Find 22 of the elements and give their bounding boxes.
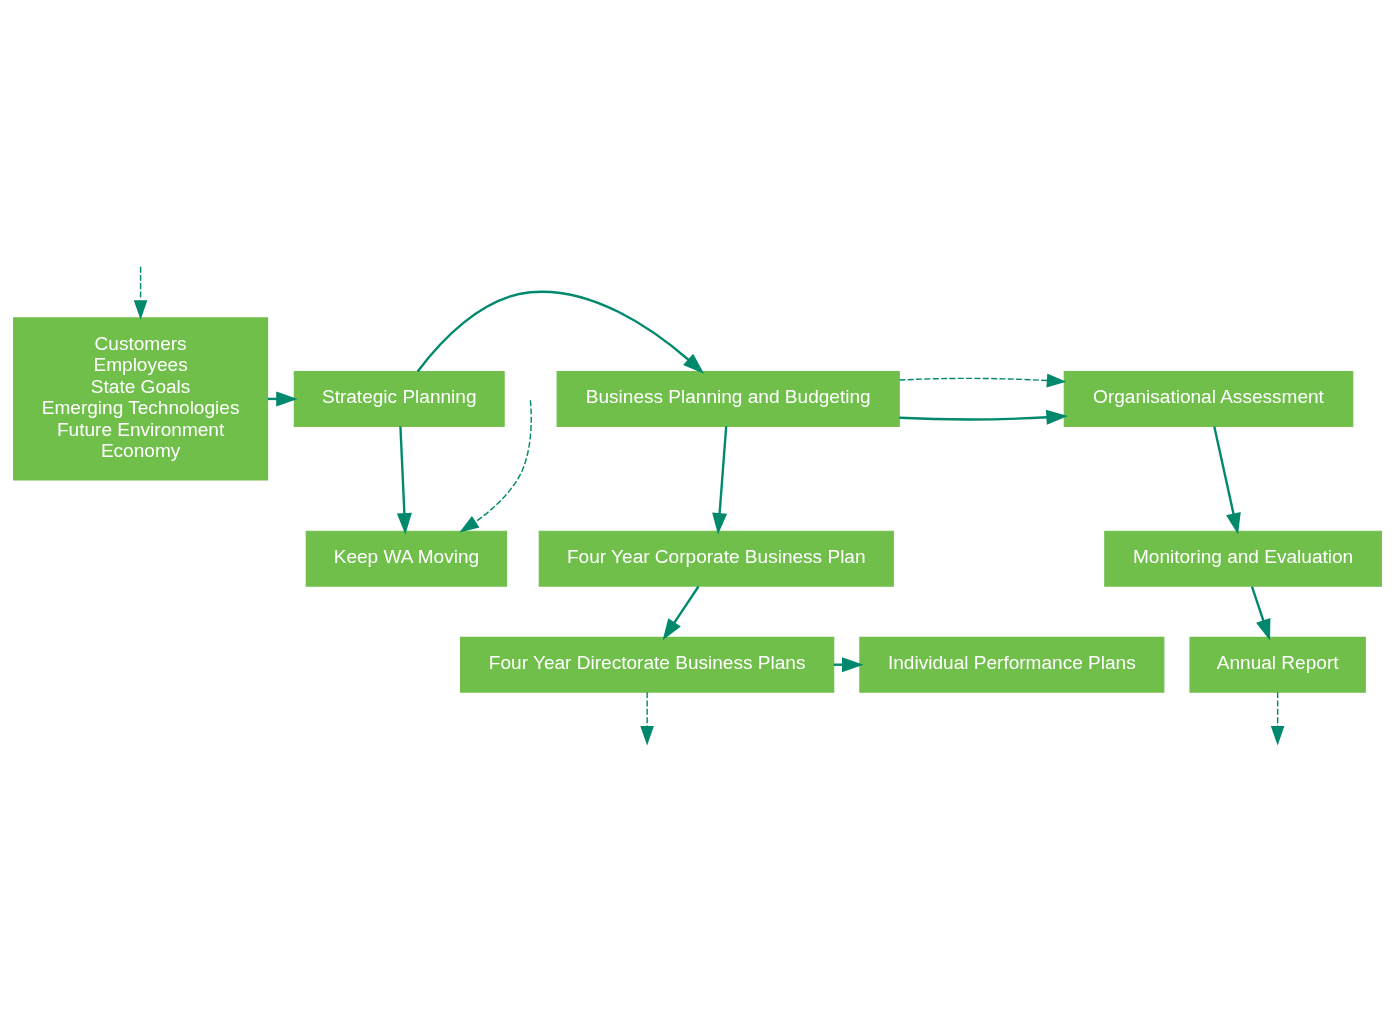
node-box: Strategic Planning (293, 370, 505, 427)
node-box: Keep WA Moving (305, 530, 508, 587)
arrow (416, 290, 705, 374)
arrow (1270, 691, 1285, 746)
arrow (396, 426, 412, 535)
node-box: Four Year Directorate Business Plans (460, 636, 835, 693)
arrow (1213, 426, 1241, 535)
arrow (459, 399, 532, 533)
arrow (662, 585, 700, 641)
arrow (898, 373, 1067, 388)
arrow (1250, 586, 1271, 641)
node-box: Business Planning and Budgeting (556, 370, 900, 427)
arrow (899, 409, 1068, 425)
node-box: Organisational Assessment (1063, 370, 1354, 427)
arrow (640, 691, 654, 746)
node-box: Customers Employees State Goals Emerging Technologies Future Environment Economy (13, 317, 269, 481)
node-box: Four Year Corporate Business Plan (538, 530, 894, 587)
node-box: Individual Performance Plans (859, 636, 1165, 693)
arrow (712, 426, 728, 535)
arrow (133, 266, 148, 320)
node-box: Monitoring and Evaluation (1104, 530, 1382, 587)
node-box: Annual Report (1189, 636, 1366, 693)
